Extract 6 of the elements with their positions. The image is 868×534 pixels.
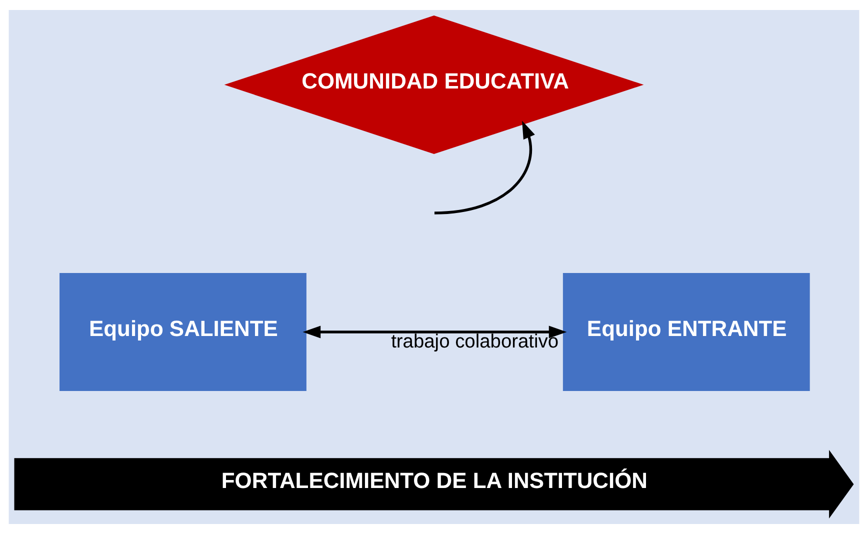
edge-label: trabajo colaborativo bbox=[391, 331, 559, 352]
arrow bbox=[302, 326, 567, 338]
node-box: Equipo ENTRANTE bbox=[562, 272, 810, 391]
node-diamond: COMUNIDAD EDUCATIVA bbox=[224, 15, 644, 154]
node-box: Equipo SALIENTE bbox=[60, 272, 306, 391]
arrow bbox=[434, 120, 535, 214]
